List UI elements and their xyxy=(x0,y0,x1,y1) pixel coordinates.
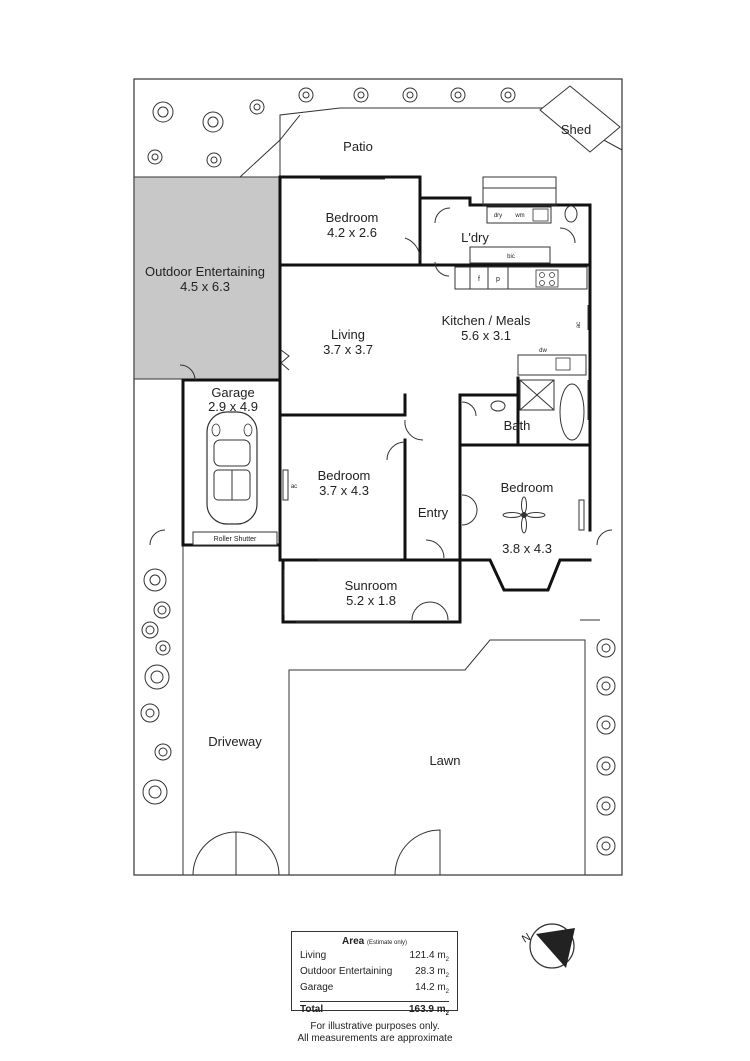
clothesline xyxy=(482,176,557,206)
bedroom-1-label: Bedroom xyxy=(326,210,379,225)
roller-shutter xyxy=(192,531,278,546)
laundry-label: L'dry xyxy=(461,230,489,245)
bedroom-3-label: Bedroom xyxy=(501,480,554,495)
vanity-basin xyxy=(490,400,506,412)
outdoor-entertaining-label: Outdoor Entertaining xyxy=(145,264,265,279)
shed-label: Shed xyxy=(561,122,591,137)
disclaimer-line-2: All measurements are approximate xyxy=(297,1033,453,1044)
north-arrow-icon: N xyxy=(520,923,575,969)
bic-cabinet xyxy=(469,246,551,264)
garage-size: 2.9 x 4.9 xyxy=(208,399,258,414)
wardrobe xyxy=(578,499,585,531)
area-row-outdoor: Outdoor Entertaining 28.3 m2 xyxy=(300,966,449,979)
kitchen-bench xyxy=(454,266,588,290)
area-table-note: (Estimate only) xyxy=(367,940,408,946)
bic-label: bic xyxy=(507,254,515,260)
car-icon xyxy=(206,411,258,525)
bath-label: Bath xyxy=(504,418,531,433)
garage-label: Garage xyxy=(211,385,254,400)
sunroom-label: Sunroom xyxy=(345,578,398,593)
area-row-total: Total 163.9 m2 xyxy=(300,1001,449,1020)
bedroom-2-label: Bedroom xyxy=(318,468,371,483)
living-label: Living xyxy=(331,327,365,342)
lawn-gate xyxy=(394,829,441,876)
bedroom-1-size: 4.2 x 2.6 xyxy=(327,225,377,240)
living-size: 3.7 x 3.7 xyxy=(323,342,373,357)
disclaimer-line-1: For illustrative purposes only. xyxy=(310,1021,440,1032)
bathtub xyxy=(559,383,585,441)
shed xyxy=(539,85,621,153)
cooktop-icon xyxy=(535,269,559,288)
sunroom-size: 5.2 x 1.8 xyxy=(346,593,396,608)
laundry-sink xyxy=(532,208,549,222)
ceiling-fan-icon xyxy=(502,496,546,534)
toilet xyxy=(564,205,578,223)
roller-shutter-label: Roller Shutter xyxy=(214,536,257,543)
dishwasher-label: dw xyxy=(539,348,547,354)
kitchen-meals-label: Kitchen / Meals xyxy=(442,313,531,328)
area-table: Area (Estimate only) Living 121.4 m2 Out… xyxy=(291,931,458,1017)
dryer-label: dry xyxy=(494,213,502,219)
lawn-label: Lawn xyxy=(429,753,460,768)
driveway-gate xyxy=(192,831,237,876)
area-table-title: Area (Estimate only) xyxy=(341,936,408,947)
pantry-label: p xyxy=(496,276,500,283)
kitchen-meals-size: 5.6 x 3.1 xyxy=(461,328,511,343)
bedroom-2-size: 3.7 x 4.3 xyxy=(319,483,369,498)
bedroom-3-size: 3.8 x 4.3 xyxy=(502,541,552,556)
tree-icons xyxy=(140,87,616,856)
fridge-label: f xyxy=(478,276,480,283)
driveway-label: Driveway xyxy=(208,734,262,749)
area-row-garage: Garage 14.2 m2 xyxy=(300,982,449,995)
disclaimer: For illustrative purposes only. All meas… xyxy=(250,1021,500,1045)
area-row-living: Living 121.4 m2 xyxy=(300,950,449,963)
kitchen-sink xyxy=(555,357,571,371)
shower xyxy=(519,379,555,411)
patio-label: Patio xyxy=(343,139,373,154)
entry-label: Entry xyxy=(418,505,449,520)
washing-machine-label: wm xyxy=(514,213,524,219)
kitchen-island xyxy=(517,354,587,376)
laundry-bench xyxy=(486,206,552,224)
outdoor-entertaining-size: 4.5 x 6.3 xyxy=(180,279,230,294)
garage-ac-label: ac xyxy=(291,484,297,490)
site-boundary xyxy=(133,78,623,876)
kitchen-ac-label: ac xyxy=(576,322,582,328)
